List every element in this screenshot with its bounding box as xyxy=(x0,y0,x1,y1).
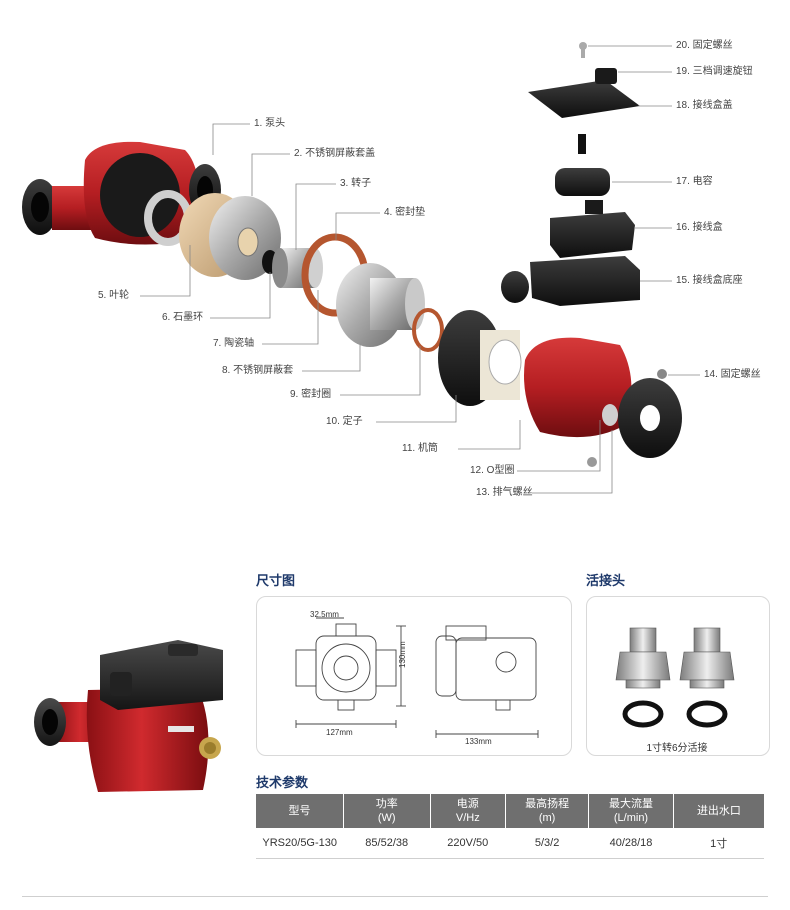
part-label-1: 1. 泵头 xyxy=(254,118,286,129)
exploded-view-diagram xyxy=(22,42,700,494)
fixing-screw-20-part xyxy=(579,42,587,58)
motor-housing-part xyxy=(524,337,632,438)
spec-cell-supply: 220V/50 xyxy=(430,828,506,859)
spec-header-flow: 最大流量(L/min) xyxy=(588,794,674,828)
part-label-15: 15. 接线盒底座 xyxy=(676,275,743,286)
spec-cell-port: 1寸 xyxy=(673,828,764,859)
spec-header-port: 进出水口 xyxy=(673,794,764,828)
spec-header-model: 型号 xyxy=(256,794,344,828)
specs-section-title: 技术参数 xyxy=(256,775,309,790)
table-row: YRS20/5G-130 85/52/38 220V/50 5/3/2 40/2… xyxy=(256,828,764,859)
rotor-part xyxy=(272,248,323,288)
dim-front-width: 127mm xyxy=(326,728,353,737)
fixing-screw-14-part xyxy=(657,369,667,379)
spec-header-head: 最高扬程(m) xyxy=(505,794,590,828)
dimension-panel xyxy=(256,596,572,756)
vent-screw-part xyxy=(587,457,597,467)
capacitor-part xyxy=(555,168,610,196)
shield-sleeve-part xyxy=(336,263,425,347)
spec-header-power: 功率(W) xyxy=(343,794,431,828)
part-label-16: 16. 接线盒 xyxy=(676,222,723,233)
part-label-9: 9. 密封圈 xyxy=(290,389,332,400)
spec-cell-flow: 40/28/18 xyxy=(588,828,674,859)
sealing-ring-part xyxy=(412,308,444,352)
part-label-2: 2. 不锈钢屏蔽套盖 xyxy=(294,148,376,159)
stator-part xyxy=(438,310,522,406)
part-label-6: 6. 石墨环 xyxy=(162,312,204,323)
part-label-7: 7. 陶瓷轴 xyxy=(213,338,255,349)
junction-box-part xyxy=(550,200,635,258)
footer-divider xyxy=(22,896,768,897)
fitting-section-title: 活接头 xyxy=(586,573,626,588)
dim-height: 130mm xyxy=(398,641,407,668)
part-label-13: 13. 排气螺丝 xyxy=(476,487,533,498)
spec-cell-power: 85/52/38 xyxy=(343,828,431,859)
part-label-4: 4. 密封垫 xyxy=(384,207,426,218)
part-label-20: 20. 固定螺丝 xyxy=(676,40,733,51)
junction-box-base-part xyxy=(501,256,640,306)
dimension-section-title: 尺寸图 xyxy=(256,573,296,588)
fitting-left xyxy=(615,627,671,728)
pump-product-photo xyxy=(34,640,223,792)
part-label-8: 8. 不锈钢屏蔽套 xyxy=(222,365,294,376)
part-label-11: 11. 机筒 xyxy=(402,443,438,454)
speed-knob-part xyxy=(595,68,617,84)
leader-lines xyxy=(140,45,700,494)
part-label-18: 18. 接线盒盖 xyxy=(676,100,733,111)
spec-cell-head: 5/3/2 xyxy=(505,828,589,859)
fitting-caption: 1寸转6分活接 xyxy=(646,743,708,754)
part-label-19: 19. 三档调速旋钮 xyxy=(676,66,753,77)
part-label-5: 5. 叶轮 xyxy=(98,290,130,301)
dim-top-width: 32.5mm xyxy=(310,610,339,619)
part-label-14: 14. 固定螺丝 xyxy=(704,369,761,380)
part-label-10: 10. 定子 xyxy=(326,416,363,427)
part-label-12: 12. O型圈 xyxy=(470,465,515,476)
union-fitting-drawing xyxy=(615,627,735,728)
spec-cell-model: YRS20/5G-130 xyxy=(256,828,344,859)
part-label-3: 3. 转子 xyxy=(340,178,372,189)
fitting-right xyxy=(679,627,735,728)
junction-box-cover-part xyxy=(528,80,640,154)
dim-side-width: 133mm xyxy=(465,737,492,746)
o-ring-part xyxy=(618,378,682,458)
dimension-drawing xyxy=(295,617,539,738)
part-label-17: 17. 电容 xyxy=(676,176,713,187)
